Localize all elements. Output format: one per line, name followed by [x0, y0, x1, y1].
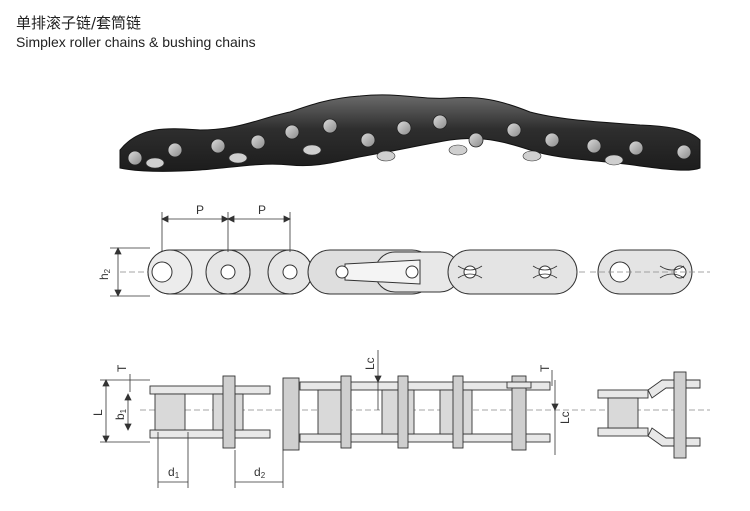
roller-diameter-label: d1	[168, 465, 180, 480]
plate-height-dimension	[110, 247, 150, 297]
plate-thickness-label-left: T	[115, 364, 129, 372]
pitch-label-2: P	[258, 203, 266, 217]
page-title-english: Simplex roller chains & bushing chains	[16, 34, 256, 50]
pitch-dimension	[161, 212, 291, 252]
chain-plan-view	[140, 371, 710, 459]
pitch-label-1: P	[196, 203, 204, 217]
pin-diameter-label: d2	[254, 465, 266, 480]
chain-side-view	[120, 249, 710, 295]
plate-height-label: h2	[97, 268, 112, 280]
chain-photo	[119, 94, 701, 172]
plan-view-dimensions	[100, 350, 559, 488]
half-length-label-right: Lc	[558, 411, 572, 424]
overall-length-label: L	[91, 409, 105, 416]
inner-width-label: b1	[113, 408, 128, 420]
half-length-label-middle: Lc	[363, 357, 377, 370]
plate-thickness-label-right: T	[538, 364, 552, 372]
page-title-chinese: 单排滚子链/套筒链	[16, 14, 142, 32]
